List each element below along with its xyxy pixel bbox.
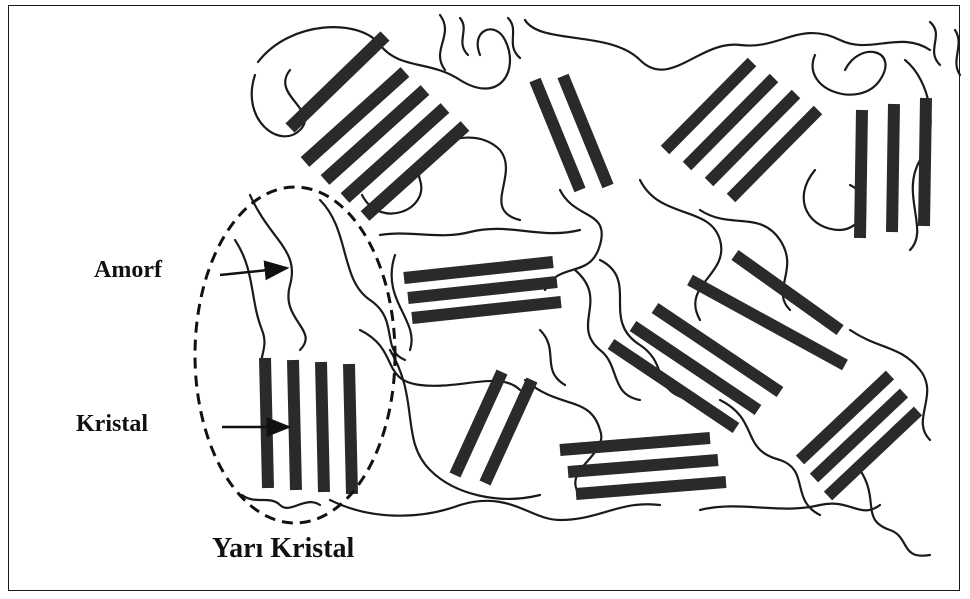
crystal-lamella [404,262,553,278]
polymer-chain [850,330,930,440]
polymer-chain [540,330,565,385]
semi-crystalline-label: Yarı Kristal [212,533,354,565]
polymer-chain [330,500,660,520]
crystal-lamella [924,98,926,226]
crystal-lamella [265,358,268,488]
amorphous-arrow [220,268,287,275]
polymer-chain [860,470,930,556]
crystal-lamella [568,460,718,472]
polymer-chain [250,195,306,350]
crystal-lamella [290,36,385,128]
polymer-chain [380,229,580,235]
polymer-chain [525,380,601,495]
crystal-lamella [293,360,296,490]
polymer-chain [525,20,930,70]
crystal-lamella [576,482,726,494]
crystal-label: Kristal [76,411,148,438]
polymer-chain [813,52,886,95]
polymer-chain [930,22,960,75]
amorphous-label: Amorf [94,257,162,284]
crystal-lamella [349,364,352,494]
crystalline-lamellae [265,36,926,496]
polymer-chain [545,190,602,290]
polymer-chain [700,504,880,511]
crystal-lamella [408,282,557,298]
polymer-chain [235,240,265,370]
crystal-lamella [412,302,561,318]
crystal-lamella [860,110,862,238]
crystal-lamella [321,362,324,492]
polymer-chain [440,15,520,70]
polymer-chain [242,495,320,508]
polymer-chain [460,18,468,55]
polymer-chain [575,270,640,400]
polymer-chain [640,180,721,320]
crystal-lamella [892,104,894,232]
crystal-lamella [560,438,710,450]
